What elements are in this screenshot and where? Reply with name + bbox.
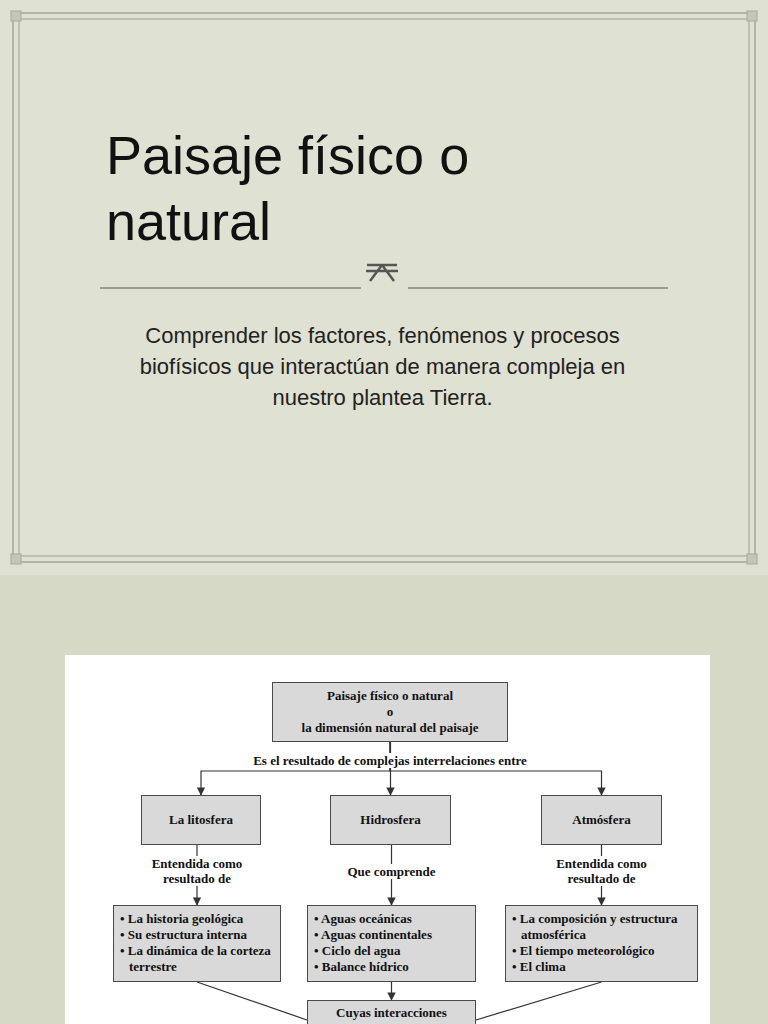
box-text: • La composición y estructura atmosféric… [512, 911, 691, 943]
box-text: • Aguas oceánicas [314, 911, 469, 927]
connector [197, 982, 307, 1020]
slide-subtitle: Comprender los factores, fenómenos y pro… [115, 320, 650, 413]
sphere-box: Cuyas interacciones [307, 1000, 476, 1024]
box-text: Hidrosfera [360, 812, 420, 828]
connector [390, 742, 602, 795]
connector [476, 982, 602, 1020]
box-text: • El clima [512, 959, 691, 975]
list-box: • La historia geológica• Su estructura i… [113, 905, 281, 982]
edge-label: Entendida como resultado de [543, 856, 661, 886]
box-text: • Aguas continentales [314, 927, 469, 943]
divider-line [408, 288, 668, 289]
slide-title: Paisaje físico o natural [106, 122, 586, 254]
box-text: la dimensión natural del paisaje [302, 720, 479, 736]
root-box: Paisaje físico o naturalola dimensión na… [272, 682, 508, 742]
frame-outer [13, 13, 755, 562]
box-text: • La historia geológica [120, 911, 274, 927]
edge-label: Entendida como resultado de [138, 856, 256, 886]
box-text: • Balance hídrico [314, 959, 469, 975]
sphere-box: Atmósfera [541, 795, 662, 845]
list-box: • Aguas oceánicas• Aguas continentales• … [307, 905, 476, 982]
box-text: • Su estructura interna [120, 927, 274, 943]
box-text: • El tiempo meteorológico [512, 943, 691, 959]
divider-ornament [366, 265, 398, 281]
split-label: Es el resultado de complejas interrelaci… [250, 753, 530, 768]
connector [391, 982, 392, 1000]
frame-corner [11, 11, 21, 21]
connector [201, 742, 390, 795]
box-text: Cuyas interacciones [336, 1005, 447, 1021]
frame-corner [11, 554, 21, 564]
box-text: La litosfera [169, 812, 233, 828]
box-text: o [387, 704, 394, 720]
box-text: • La dinámica de la corteza terrestre [120, 943, 274, 975]
sphere-box: La litosfera [141, 795, 261, 845]
box-text: • Ciclo del agua [314, 943, 469, 959]
list-box: • La composición y estructura atmosféric… [505, 905, 698, 982]
box-text: Atmósfera [572, 812, 630, 828]
sphere-box: Hidrosfera [330, 795, 451, 845]
frame-corner [747, 11, 757, 21]
edge-label: Que comprende [344, 864, 438, 879]
frame-corner [747, 554, 757, 564]
frame-inner [19, 19, 749, 556]
box-text: Paisaje físico o natural [327, 688, 453, 704]
divider-line [100, 288, 361, 289]
